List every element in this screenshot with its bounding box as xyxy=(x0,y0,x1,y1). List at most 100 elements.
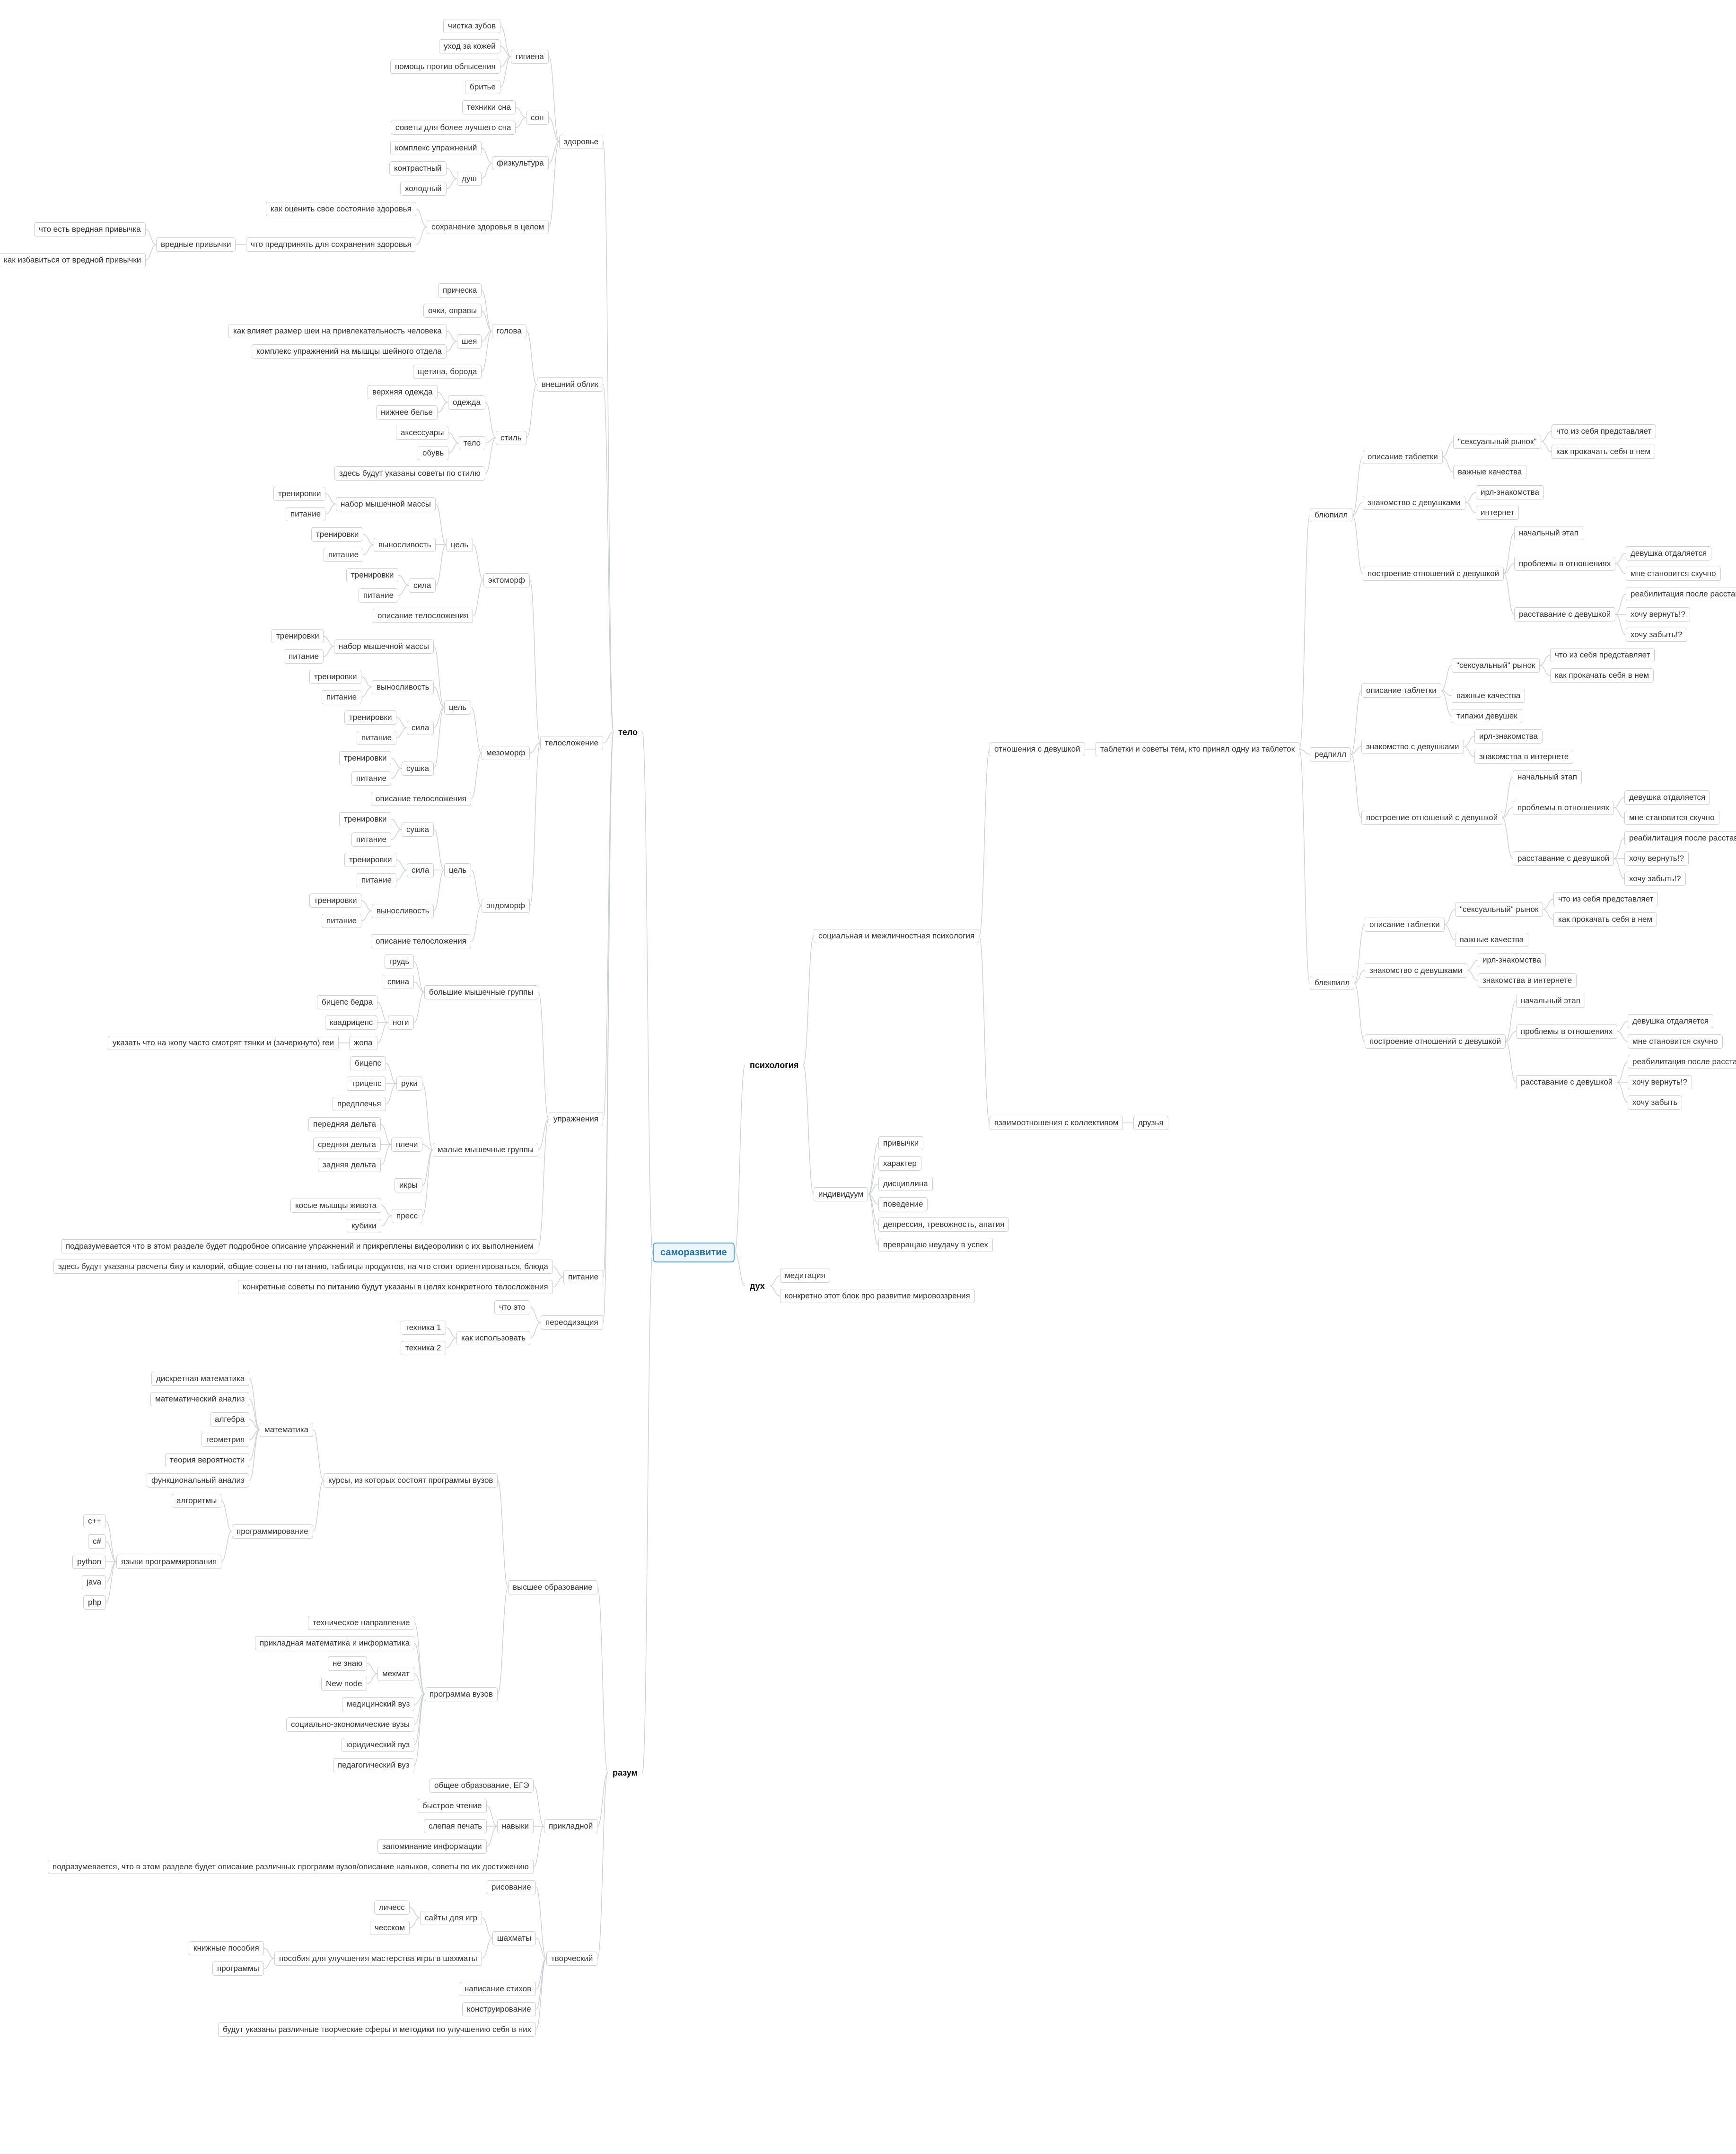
topic-node[interactable]: как избавиться от вредной привычки xyxy=(0,253,146,267)
topic-node[interactable]: рисование xyxy=(487,1880,536,1894)
topic-node[interactable]: юридический вуз xyxy=(342,1738,415,1752)
topic-node[interactable]: построение отношений с девушкой xyxy=(1361,811,1503,825)
topic-node[interactable]: c# xyxy=(88,1534,106,1549)
main-branch-topic[interactable]: дух xyxy=(750,1281,765,1291)
topic-node[interactable]: реабилитация после расставания xyxy=(1628,1055,1736,1069)
topic-node[interactable]: передняя дельта xyxy=(308,1117,381,1131)
topic-node[interactable]: расставание с девушкой xyxy=(1516,1075,1618,1089)
topic-node[interactable]: конкретные советы по питанию будут указа… xyxy=(238,1280,553,1294)
topic-node[interactable]: языки программирования xyxy=(116,1555,222,1569)
topic-node[interactable]: контрастный xyxy=(389,161,447,175)
topic-node[interactable]: питание xyxy=(286,507,326,521)
topic-node[interactable]: прическа xyxy=(438,283,482,298)
topic-node[interactable]: расставание с девушкой xyxy=(1513,851,1614,866)
topic-node[interactable]: мне становится скучно xyxy=(1624,811,1719,825)
topic-node[interactable]: сила xyxy=(409,578,436,593)
topic-node[interactable]: пресс xyxy=(392,1209,423,1223)
topic-node[interactable]: вредные привычки xyxy=(156,237,236,252)
topic-node[interactable]: комплекс упражнений на мышцы шейного отд… xyxy=(252,344,447,359)
topic-node[interactable]: быстрое чтение xyxy=(418,1799,487,1813)
topic-node[interactable]: подразумевается что в этом разделе будет… xyxy=(61,1239,538,1253)
topic-node[interactable]: блекпилл xyxy=(1310,976,1355,990)
topic-node[interactable]: бритье xyxy=(465,80,500,94)
topic-node[interactable]: не знаю xyxy=(328,1656,367,1671)
topic-node[interactable]: как прокачать себя в нем xyxy=(1550,668,1654,683)
topic-node[interactable]: тренировки xyxy=(273,487,326,501)
topic-node[interactable]: сон xyxy=(526,111,549,125)
topic-node[interactable]: начальный этап xyxy=(1513,770,1582,784)
topic-node[interactable]: c++ xyxy=(83,1514,106,1528)
topic-node[interactable]: питание xyxy=(324,548,364,562)
topic-node[interactable]: переодизация xyxy=(541,1315,603,1330)
topic-node[interactable]: хочу забыть xyxy=(1628,1095,1683,1110)
topic-node[interactable]: задняя дельта xyxy=(318,1158,381,1172)
topic-node[interactable]: грудь xyxy=(385,954,414,969)
topic-node[interactable]: дисциплина xyxy=(878,1177,933,1191)
topic-node[interactable]: "сексуальный" рынок xyxy=(1452,658,1540,673)
topic-node[interactable]: тренировки xyxy=(339,751,392,765)
topic-node[interactable]: шея xyxy=(457,334,482,349)
topic-node[interactable]: тренировки xyxy=(344,853,397,867)
topic-node[interactable]: построение отношений с девушкой xyxy=(1365,1034,1506,1049)
topic-node[interactable]: спина xyxy=(383,975,414,989)
topic-node[interactable]: девушка отдаляется xyxy=(1626,546,1712,560)
topic-node[interactable]: малые мышечные группы xyxy=(433,1143,539,1157)
topic-node[interactable]: пособия для улучшения мастерства игры в … xyxy=(274,1952,482,1966)
topic-node[interactable]: друзья xyxy=(1133,1116,1168,1130)
topic-node[interactable]: личесс xyxy=(374,1900,410,1915)
topic-node[interactable]: что из себя представляет xyxy=(1552,424,1657,438)
topic-node[interactable]: чесском xyxy=(370,1921,410,1935)
topic-node[interactable]: что из себя представляет xyxy=(1553,892,1658,906)
topic-node[interactable]: техника 1 xyxy=(401,1321,446,1335)
topic-node[interactable]: тренировки xyxy=(339,812,392,826)
topic-node[interactable]: набор мышечной массы xyxy=(336,497,436,511)
topic-node[interactable]: что есть вредная привычка xyxy=(34,222,146,236)
topic-node[interactable]: слепая печать xyxy=(424,1819,487,1833)
topic-node[interactable]: плечи xyxy=(391,1138,423,1152)
topic-node[interactable]: описание телосложения xyxy=(371,792,472,806)
topic-node[interactable]: ирл-знакомства xyxy=(1476,485,1544,499)
topic-node[interactable]: знакомство с девушками xyxy=(1365,963,1467,978)
topic-node[interactable]: одежда xyxy=(448,395,486,410)
topic-node[interactable]: комплекс упражнений xyxy=(390,141,482,155)
topic-node[interactable]: социально-экономические вузы xyxy=(286,1717,414,1732)
topic-node[interactable]: питание xyxy=(284,649,324,664)
topic-node[interactable]: проблемы в отношениях xyxy=(1514,557,1616,571)
topic-node[interactable]: типажи девушек xyxy=(1452,709,1522,723)
topic-node[interactable]: тренировки xyxy=(346,568,399,582)
topic-node[interactable]: очки, оправы xyxy=(423,304,482,318)
topic-node[interactable]: алгебра xyxy=(210,1412,250,1427)
topic-node[interactable]: хочу вернуть!? xyxy=(1624,851,1689,866)
topic-node[interactable]: проблемы в отношениях xyxy=(1513,801,1614,815)
topic-node[interactable]: выносливость xyxy=(372,904,434,918)
topic-node[interactable]: знакомства в интернете xyxy=(1478,973,1577,988)
topic-node[interactable]: программы xyxy=(212,1961,264,1976)
topic-node[interactable]: поведение xyxy=(878,1197,928,1211)
topic-node[interactable]: проблемы в отношениях xyxy=(1516,1024,1618,1039)
topic-node[interactable]: знакомство с девушками xyxy=(1361,740,1464,754)
topic-node[interactable]: сохранение здоровья в целом xyxy=(427,220,549,234)
topic-node[interactable]: геометрия xyxy=(202,1433,250,1447)
topic-node[interactable]: тренировки xyxy=(309,893,362,908)
topic-node[interactable]: социальная и межличностная психология xyxy=(814,929,980,943)
topic-node[interactable]: интернет xyxy=(1476,506,1519,520)
topic-node[interactable]: построение отношений с девушкой xyxy=(1363,567,1504,581)
topic-node[interactable]: важные качества xyxy=(1455,933,1529,947)
topic-node[interactable]: питание xyxy=(351,832,392,847)
topic-node[interactable]: "сексуальный" рынок xyxy=(1455,902,1543,917)
topic-node[interactable]: цель xyxy=(444,700,472,715)
topic-node[interactable]: отношения с девушкой xyxy=(990,742,1085,756)
topic-node[interactable]: телосложение xyxy=(540,736,604,750)
topic-node[interactable]: питание xyxy=(359,588,399,603)
topic-node[interactable]: описание телосложения xyxy=(373,609,473,623)
topic-node[interactable]: как влияет размер шеи на привлекательнос… xyxy=(228,324,447,338)
topic-node[interactable]: ирл-знакомства xyxy=(1478,953,1546,967)
topic-node[interactable]: алгоритмы xyxy=(172,1494,222,1508)
topic-node[interactable]: ирл-знакомства xyxy=(1474,729,1543,744)
topic-node[interactable]: индивидуум xyxy=(814,1187,868,1201)
topic-node[interactable]: программа вузов xyxy=(425,1687,498,1701)
topic-node[interactable]: как прокачать себя в нем xyxy=(1553,912,1657,927)
topic-node[interactable]: php xyxy=(83,1595,106,1610)
topic-node[interactable]: эндоморф xyxy=(482,899,530,913)
topic-node[interactable]: питание xyxy=(322,690,362,704)
